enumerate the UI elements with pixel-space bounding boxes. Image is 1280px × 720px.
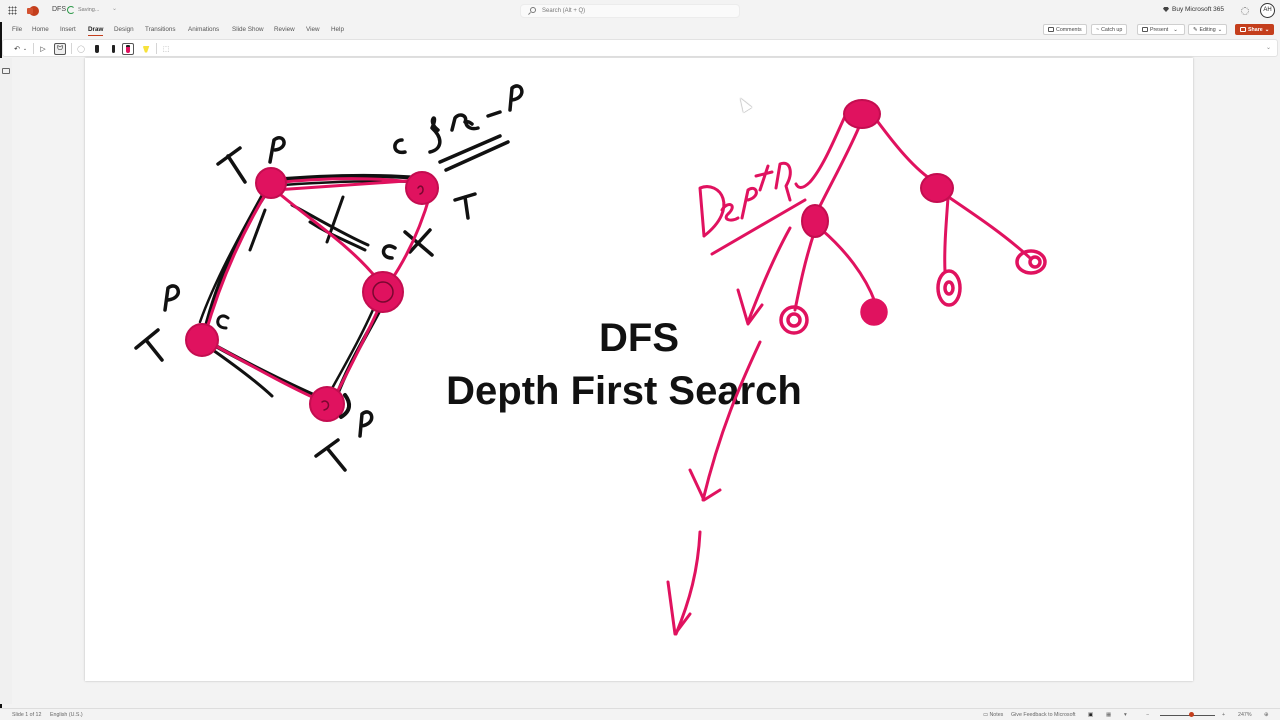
slide-position: Slide 1 of 12 bbox=[12, 712, 42, 718]
editing-label: Editing bbox=[1199, 26, 1216, 33]
slide-subtitle[interactable]: Depth First Search bbox=[446, 369, 802, 413]
normal-view-icon[interactable]: ▣ bbox=[1088, 712, 1094, 718]
draw-ribbon: ↶ ⌄ ▷ ᗢ ◯ ⬚ ⌄ bbox=[2, 39, 1278, 57]
thumbnail-pane-collapsed bbox=[0, 58, 12, 704]
search-icon bbox=[530, 7, 536, 13]
sync-icon bbox=[67, 6, 75, 14]
chevron-down-icon[interactable]: ⌄ bbox=[112, 6, 118, 12]
slide-title[interactable]: DFS bbox=[599, 316, 679, 360]
activity-icon: ~ bbox=[1096, 26, 1100, 33]
feedback-link[interactable]: Give Feedback to Microsoft bbox=[1011, 712, 1076, 718]
avatar[interactable]: AH bbox=[1260, 3, 1275, 18]
notes-label: Notes bbox=[989, 712, 1004, 718]
tab-home[interactable]: Home bbox=[32, 26, 49, 33]
catch-up-button[interactable]: ~ Catch up bbox=[1091, 24, 1128, 35]
chevron-down-icon[interactable]: ⌄ bbox=[22, 46, 28, 52]
present-icon bbox=[1142, 27, 1148, 32]
divider bbox=[156, 43, 157, 54]
chevron-down-icon: ⌄ bbox=[1264, 26, 1270, 33]
save-status: Saving... bbox=[78, 7, 100, 13]
powerpoint-logo-icon bbox=[27, 6, 39, 16]
divider bbox=[33, 43, 34, 54]
tab-transitions[interactable]: Transitions bbox=[145, 26, 176, 33]
pen-pink-icon[interactable] bbox=[122, 43, 134, 55]
select-arrow-icon[interactable]: ▷ bbox=[40, 46, 46, 53]
highlighter-yellow-icon[interactable] bbox=[140, 43, 152, 55]
chevron-down-icon[interactable]: ⌄ bbox=[1173, 26, 1178, 33]
zoom-slider-thumb[interactable] bbox=[1189, 712, 1194, 717]
comment-icon bbox=[1048, 27, 1054, 32]
menu-bar: File Home Insert Draw Design Transitions… bbox=[0, 22, 1280, 38]
share-icon bbox=[1240, 27, 1246, 32]
ink-to-shape-icon[interactable]: ⬚ bbox=[162, 46, 170, 53]
share-label: Share bbox=[1248, 26, 1263, 33]
buy-label: Buy Microsoft 365 bbox=[1172, 6, 1225, 13]
tab-review[interactable]: Review bbox=[274, 26, 295, 33]
status-bar: Slide 1 of 12 English (U.S.) ▭ Notes Giv… bbox=[0, 708, 1280, 720]
eraser-icon[interactable]: ◯ bbox=[77, 46, 85, 53]
tab-file[interactable]: File bbox=[12, 26, 23, 33]
settings-icon[interactable] bbox=[1241, 7, 1249, 15]
comments-label: Comments bbox=[1056, 26, 1082, 33]
tab-animations[interactable]: Animations bbox=[188, 26, 220, 33]
search-input[interactable]: Search (Alt + Q) bbox=[520, 4, 740, 18]
present-button[interactable]: Present ⌄ bbox=[1137, 24, 1185, 35]
tab-view[interactable]: View bbox=[306, 26, 320, 33]
tab-help[interactable]: Help bbox=[331, 26, 344, 33]
zoom-percent[interactable]: 247% bbox=[1238, 712, 1252, 718]
tab-design[interactable]: Design bbox=[114, 26, 134, 33]
undo-icon[interactable]: ↶ bbox=[14, 46, 20, 53]
chevron-down-icon: ⌄ bbox=[1217, 26, 1223, 33]
catch-up-label: Catch up bbox=[1101, 26, 1123, 33]
comments-button[interactable]: Comments bbox=[1043, 24, 1087, 35]
zoom-out-icon[interactable]: − bbox=[1146, 712, 1150, 718]
divider bbox=[71, 43, 72, 54]
slide-canvas[interactable]: DFS Depth First Search bbox=[85, 58, 1193, 681]
zoom-in-icon[interactable]: + bbox=[1222, 712, 1226, 718]
pencil-icon: ✎ bbox=[1193, 26, 1198, 33]
language-indicator[interactable]: English (U.S.) bbox=[50, 712, 83, 718]
search-placeholder: Search (Alt + Q) bbox=[542, 8, 586, 14]
diamond-icon bbox=[1163, 7, 1169, 12]
share-button[interactable]: Share ⌄ bbox=[1235, 24, 1275, 35]
buy-microsoft-365-link[interactable]: Buy Microsoft 365 bbox=[1163, 6, 1224, 13]
document-name[interactable]: DFS bbox=[52, 6, 66, 13]
editing-mode-button[interactable]: ✎ Editing ⌄ bbox=[1188, 24, 1228, 35]
lasso-select-icon[interactable]: ᗢ bbox=[54, 43, 66, 55]
zoom-slider[interactable] bbox=[1160, 715, 1215, 716]
slide-thumbnails-icon[interactable] bbox=[2, 68, 10, 74]
fit-to-window-icon[interactable]: ⊕ bbox=[1264, 712, 1269, 718]
present-label: Present bbox=[1150, 26, 1169, 33]
app-launcher-icon[interactable] bbox=[8, 6, 17, 15]
slide-sorter-icon[interactable]: ▦ bbox=[1106, 712, 1112, 718]
vertical-scrollbar[interactable] bbox=[1268, 58, 1280, 704]
reading-view-icon[interactable]: ▾ bbox=[1124, 712, 1127, 718]
tab-slide-show[interactable]: Slide Show bbox=[232, 26, 264, 33]
tab-draw[interactable]: Draw bbox=[88, 26, 104, 36]
collapse-ribbon-chevron-icon[interactable]: ⌄ bbox=[1265, 45, 1271, 51]
title-bar: DFS Saving... ⌄ Search (Alt + Q) Buy Mic… bbox=[0, 0, 1280, 22]
pen-black-icon[interactable] bbox=[91, 43, 103, 55]
notes-button[interactable]: ▭ Notes bbox=[983, 712, 1004, 718]
tab-insert[interactable]: Insert bbox=[60, 26, 76, 33]
pen-black-fine-icon[interactable] bbox=[107, 43, 119, 55]
